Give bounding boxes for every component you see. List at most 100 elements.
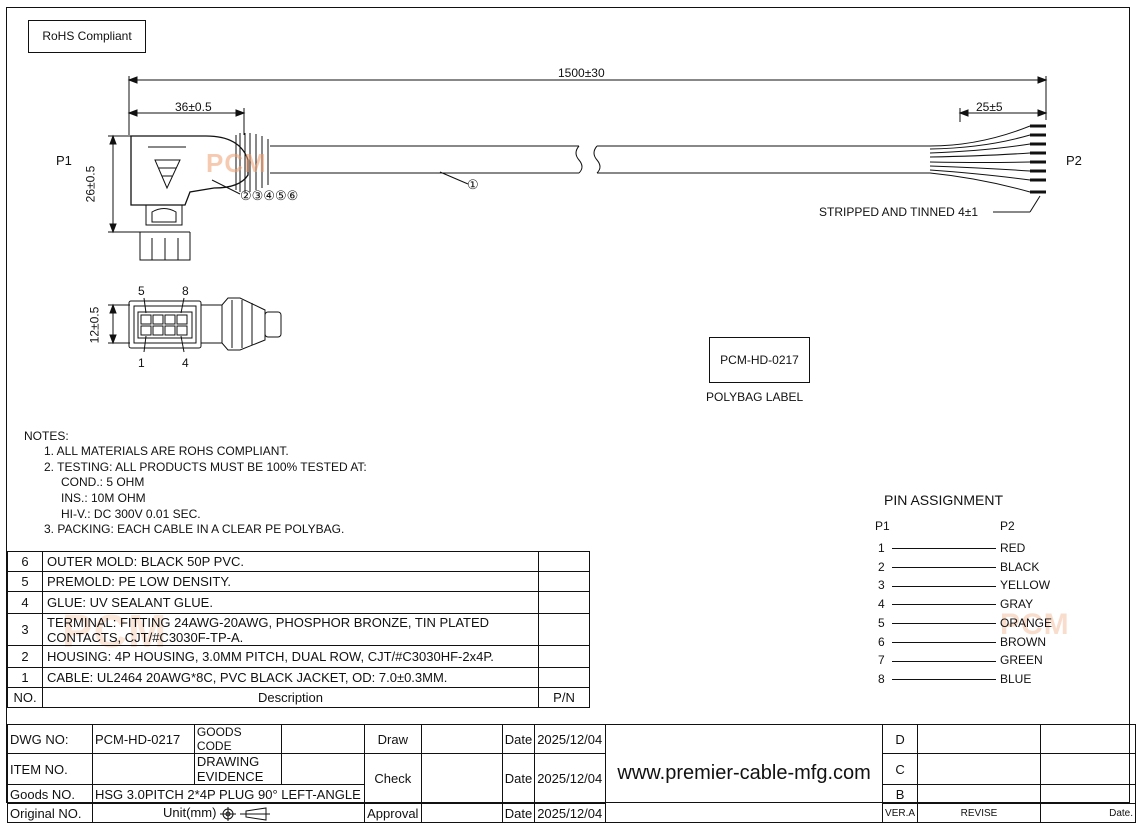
- p1-label: P1: [56, 153, 72, 168]
- bom-pn: [538, 645, 590, 668]
- bom-pn: [538, 591, 590, 614]
- pin-p1: 7: [878, 653, 885, 668]
- bom-no: 2: [7, 645, 43, 668]
- bom-no: 4: [7, 591, 43, 614]
- bom-no: 5: [7, 571, 43, 592]
- bom-pn: [538, 551, 590, 572]
- rohs-badge: RoHS Compliant: [28, 20, 146, 53]
- pin-p2: RED: [1000, 541, 1026, 555]
- p1-latch: [145, 205, 183, 226]
- pin-p1: 8: [878, 671, 885, 686]
- pin-row: 1 RED: [878, 541, 1025, 555]
- pin-line: [892, 679, 996, 681]
- pin-p1: 4: [878, 597, 885, 612]
- cable-leader: [439, 171, 469, 185]
- dim-height-label: 26±0.5: [83, 165, 98, 203]
- draw-date: 2025/12/04: [534, 724, 607, 754]
- note-line: INS.: 10M OHM: [61, 491, 146, 505]
- bom-desc: TERMINAL: FITTING 24AWG-20AWG, PHOSPHOR …: [42, 613, 539, 646]
- rohs-label: RoHS Compliant: [42, 29, 132, 43]
- pin-p1: 1: [878, 541, 885, 555]
- unit-cell: Unit(mm): [91, 803, 365, 823]
- p1-front-view: [108, 297, 282, 353]
- bom-pn: [538, 571, 590, 592]
- date-col-label: Date.: [1039, 803, 1136, 823]
- bom-header-no: NO.: [7, 687, 43, 708]
- item-no-label: ITEM NO.: [7, 753, 93, 785]
- pin-p2-header: P2: [1000, 519, 1015, 533]
- dim-total-label: 1500±30: [558, 66, 605, 80]
- website[interactable]: www.premier-cable-mfg.com: [605, 724, 884, 823]
- dwg-no: PCM-HD-0217: [91, 724, 195, 754]
- p1-connector-body: [130, 135, 249, 206]
- pin-line: [892, 585, 996, 587]
- note-line: 2. TESTING: ALL PRODUCTS MUST BE 100% TE…: [44, 460, 367, 474]
- revise-label: REVISE: [917, 803, 1041, 823]
- bom-no: 3: [7, 613, 43, 646]
- pin-p1: 6: [878, 634, 885, 649]
- p2-wires: [929, 125, 1031, 193]
- note-line: COND.: 5 OHM: [61, 475, 145, 489]
- draw-name: [420, 724, 503, 754]
- bom-desc: OUTER MOLD: BLACK 50P PVC.: [42, 551, 539, 572]
- dim-p1-label: 36±0.5: [175, 100, 212, 114]
- pin-p2: BLACK: [1000, 559, 1040, 574]
- approval-name: [420, 803, 503, 823]
- goods-desc: HSG 3.0PITCH 2*4P PLUG 90° LEFT-ANGLE: [91, 784, 365, 804]
- rev-c: C: [882, 753, 919, 785]
- pin-p1: 2: [878, 559, 885, 574]
- item-no: [91, 753, 195, 785]
- rev-b-date: [1039, 784, 1136, 804]
- approval-date-label: Date: [501, 803, 536, 823]
- original-no-label: Original NO.: [7, 803, 93, 823]
- p2-label: P2: [1066, 153, 1082, 168]
- pcm-logo-watermark-pins: PCM: [1000, 608, 1070, 641]
- dwg-no-label: DWG NO:: [7, 724, 93, 754]
- unit-label: Unit(mm): [162, 805, 217, 821]
- pin-line: [892, 567, 996, 569]
- pin-row: 2 BLACK: [878, 560, 1039, 574]
- polybag-label-box: PCM-HD-0217: [709, 337, 810, 383]
- strain-relief: [235, 133, 269, 192]
- pin-p2: YELLOW: [1000, 578, 1051, 593]
- pin-row: 7 GREEN: [878, 653, 1043, 667]
- goods-no-label: Goods NO.: [7, 784, 93, 804]
- pin-p1-header: P1: [875, 519, 890, 533]
- dim-p2-label: 25±5: [976, 100, 1003, 114]
- pin-label-5: 5: [138, 284, 145, 298]
- rev-d-desc: [917, 724, 1041, 754]
- note-line: HI-V.: DC 300V 0.01 SEC.: [61, 507, 201, 521]
- note-line: 3. PACKING: EACH CABLE IN A CLEAR PE POL…: [44, 522, 345, 536]
- pin-p2: GREEN: [1000, 653, 1043, 668]
- pin-line: [892, 623, 996, 625]
- bom-no: 6: [7, 551, 43, 572]
- drawing-evidence-val: [280, 753, 365, 785]
- pin-p2: BROWN: [1000, 634, 1046, 649]
- bom-pn: [538, 613, 590, 646]
- check-date: 2025/12/04: [534, 753, 607, 804]
- projection-symbol-icon: [220, 806, 271, 821]
- cable-body: [270, 145, 930, 174]
- rev-d: D: [882, 724, 919, 754]
- bom-header-desc: Description: [42, 687, 539, 708]
- cable-callout: ①: [467, 177, 479, 192]
- pin-line: [892, 604, 996, 606]
- pin-row: 6 BROWN: [878, 635, 1046, 649]
- rev-b: B: [882, 784, 919, 804]
- dim-face-label: 12±0.5: [87, 306, 102, 344]
- pin-label-4: 4: [182, 356, 189, 370]
- bom-no: 1: [7, 667, 43, 688]
